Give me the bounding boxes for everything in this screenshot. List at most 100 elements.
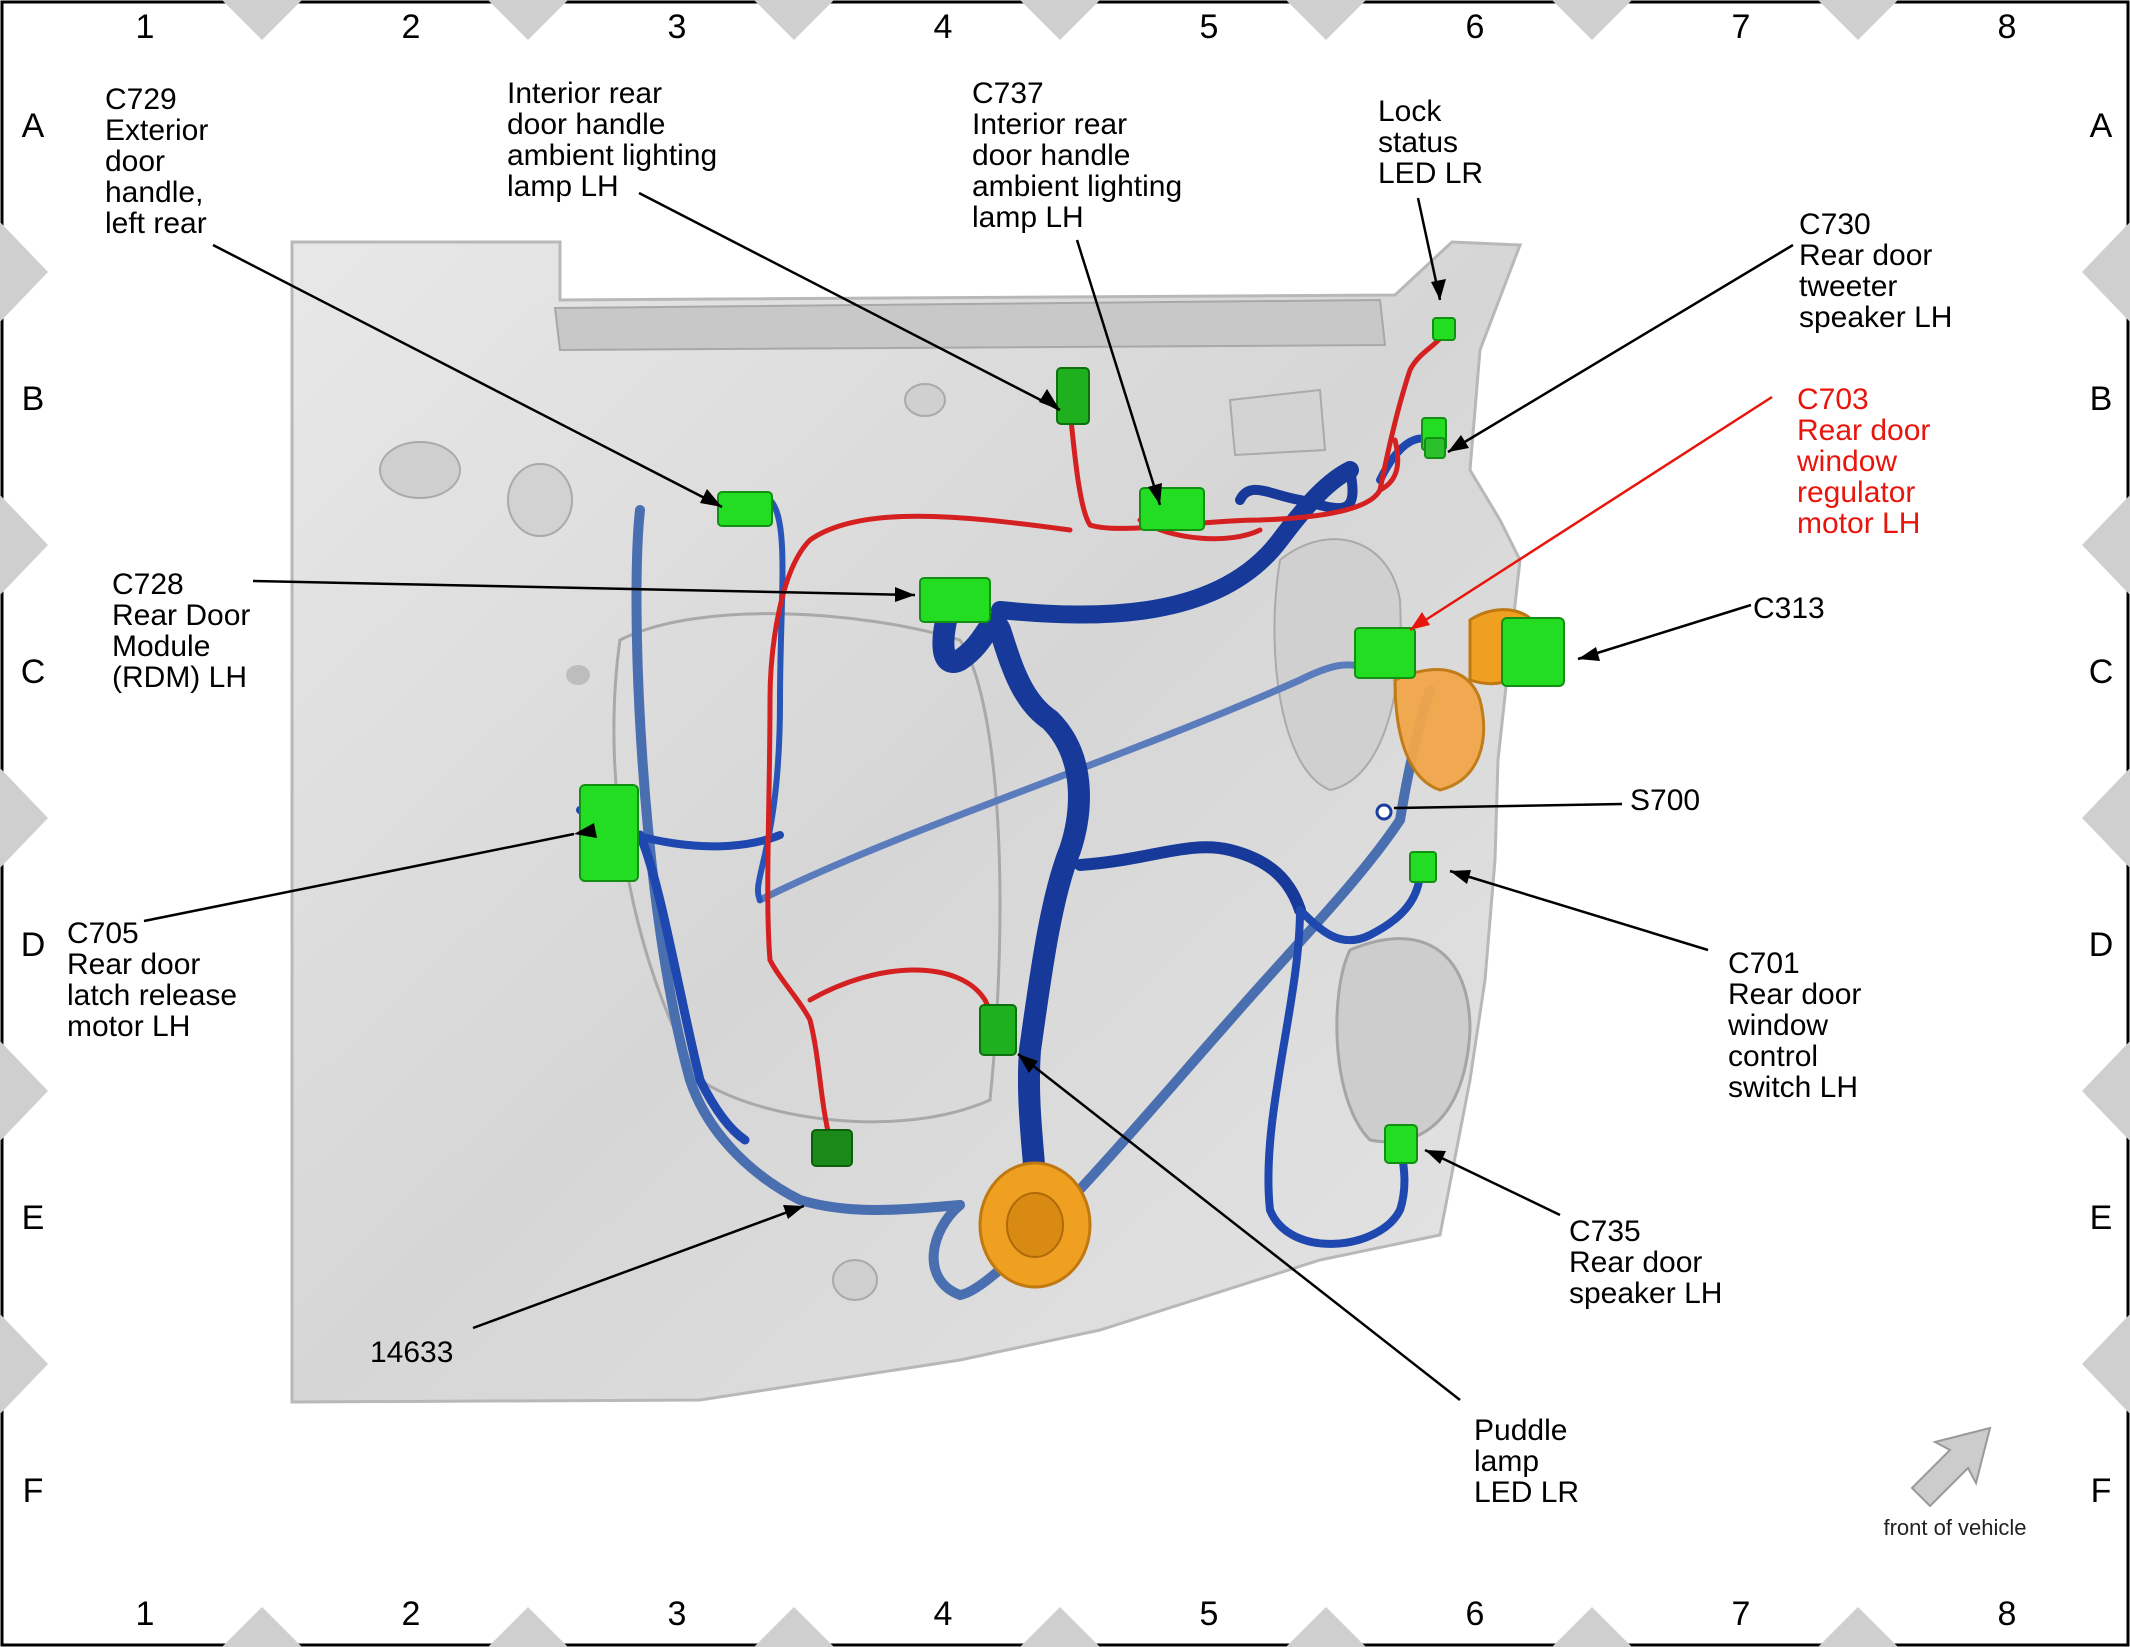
connector-c703 [1354, 627, 1416, 679]
grid-row-b: B [22, 380, 45, 418]
callout-line: C729 [105, 83, 177, 116]
callout-line: C728 [112, 568, 184, 601]
door-inner-panel [290, 240, 1523, 1404]
grid-col-5: 5 [1200, 8, 1219, 46]
grid-row-c: C [21, 653, 46, 691]
grid-row-f: F [2091, 1472, 2112, 1510]
callout-line: Exterior [105, 114, 208, 147]
callout-line: Rear door [1569, 1246, 1702, 1279]
leader-arrowheads [574, 279, 1600, 1219]
connectors [579, 317, 1565, 1167]
callout-line: C313 [1753, 592, 1825, 625]
grid-row-b: B [2090, 380, 2113, 418]
grid-column-labels-bottom: 1 2 3 4 5 6 7 8 [136, 1595, 2017, 1633]
callout-line: ambient lighting [507, 139, 717, 172]
callout-line: Interior rear [972, 108, 1127, 141]
callout-line: speaker LH [1569, 1277, 1722, 1310]
callout-line: lamp [1474, 1445, 1539, 1478]
callout-line: status [1378, 126, 1458, 159]
connector-puddle-lamp [979, 1004, 1017, 1056]
grid-col-3: 3 [668, 8, 687, 46]
callout-line: C737 [972, 77, 1044, 110]
callout-line: C735 [1569, 1215, 1641, 1248]
callout-line: Rear door [67, 948, 200, 981]
callout-line: speaker LH [1799, 301, 1952, 334]
callout-line: Puddle [1474, 1414, 1567, 1447]
grid-row-d: D [21, 926, 46, 964]
callout-s700: S700 [1630, 784, 1700, 817]
connector-c729 [717, 491, 773, 527]
callout-line: 14633 [370, 1336, 453, 1369]
callout-line: lamp LH [972, 201, 1084, 234]
callout-c735: C735 Rear door speaker LH [1569, 1215, 1722, 1310]
callout-interior-lamp: Interior rear door handle ambient lighti… [507, 77, 717, 203]
grid-col-4: 4 [934, 8, 953, 46]
callout-line: window [1727, 1009, 1828, 1042]
callout-line: C705 [67, 917, 139, 950]
grid-col-1: 1 [136, 1595, 155, 1633]
grid-col-7: 7 [1732, 8, 1751, 46]
callout-line: LED LR [1474, 1476, 1579, 1509]
front-of-vehicle-indicator: front of vehicle [1883, 1426, 2027, 1540]
callout-c313: C313 [1753, 592, 1825, 625]
connector-c730b [1424, 437, 1446, 459]
callout-line: door [105, 145, 165, 178]
callout-c730: C730 Rear door tweeter speaker LH [1799, 208, 1952, 334]
grid-row-d: D [2089, 926, 2114, 964]
callout-line: LED LR [1378, 157, 1483, 190]
callout-line: latch release [67, 979, 237, 1012]
connector-interior-lamp [1056, 367, 1090, 425]
callout-line: control [1728, 1040, 1818, 1073]
connector-c737 [1139, 487, 1205, 531]
callout-line: (RDM) LH [112, 661, 247, 694]
grid-row-a: A [22, 107, 45, 145]
callout-line: motor LH [1797, 507, 1920, 540]
harness-14633 [631, 505, 1435, 1301]
callout-line: Lock [1378, 95, 1442, 128]
callout-line: S700 [1630, 784, 1700, 817]
callout-line: Module [112, 630, 210, 663]
connector-lower-red [811, 1129, 853, 1167]
grid-col-6: 6 [1466, 8, 1485, 46]
callout-line: door handle [972, 139, 1130, 172]
callout-line: Rear door [1799, 239, 1932, 272]
connector-c313 [1501, 617, 1565, 687]
callout-line: C701 [1728, 947, 1800, 980]
callout-line: handle, [105, 176, 203, 209]
grid-col-7: 7 [1732, 1595, 1751, 1633]
splice-s700 [1375, 803, 1393, 821]
callout-c705: C705 Rear door latch release motor LH [67, 917, 237, 1043]
grid-col-3: 3 [668, 1595, 687, 1633]
grid-row-e: E [22, 1199, 45, 1237]
callout-lock-status: Lock status LED LR [1378, 95, 1483, 190]
grid-row-a: A [2090, 107, 2113, 145]
callout-line: door handle [507, 108, 665, 141]
grid-col-5: 5 [1200, 1595, 1219, 1633]
grid-row-e: E [2090, 1199, 2113, 1237]
grid-col-1: 1 [136, 8, 155, 46]
connector-lock-status [1432, 317, 1456, 341]
callout-line: regulator [1797, 476, 1915, 509]
callout-c737: C737 Interior rear door handle ambient l… [972, 77, 1182, 234]
grid-col-8: 8 [1998, 8, 2017, 46]
grid-col-8: 8 [1998, 1595, 2017, 1633]
callout-line: Rear door [1728, 978, 1861, 1011]
connector-c728 [919, 577, 991, 623]
callout-c703: C703 Rear door window regulator motor LH [1796, 383, 1930, 540]
callout-line: C730 [1799, 208, 1871, 241]
grommet-upper [1393, 668, 1486, 792]
grid-row-f: F [23, 1472, 44, 1510]
grid-col-2: 2 [402, 1595, 421, 1633]
callout-line: Interior rear [507, 77, 662, 110]
callout-line: window [1796, 445, 1897, 478]
callout-line: ambient lighting [972, 170, 1182, 203]
callout-harness-14633: 14633 [370, 1336, 453, 1369]
connector-c701 [1409, 851, 1437, 883]
front-of-vehicle-label: front of vehicle [1883, 1515, 2026, 1540]
callout-c701: C701 Rear door window control switch LH [1727, 947, 1861, 1104]
callout-line: C703 [1797, 383, 1869, 416]
grid-row-labels-left: A B C D E F [21, 107, 46, 1510]
grid-row-labels-right: A B C D E F [2089, 107, 2114, 1510]
